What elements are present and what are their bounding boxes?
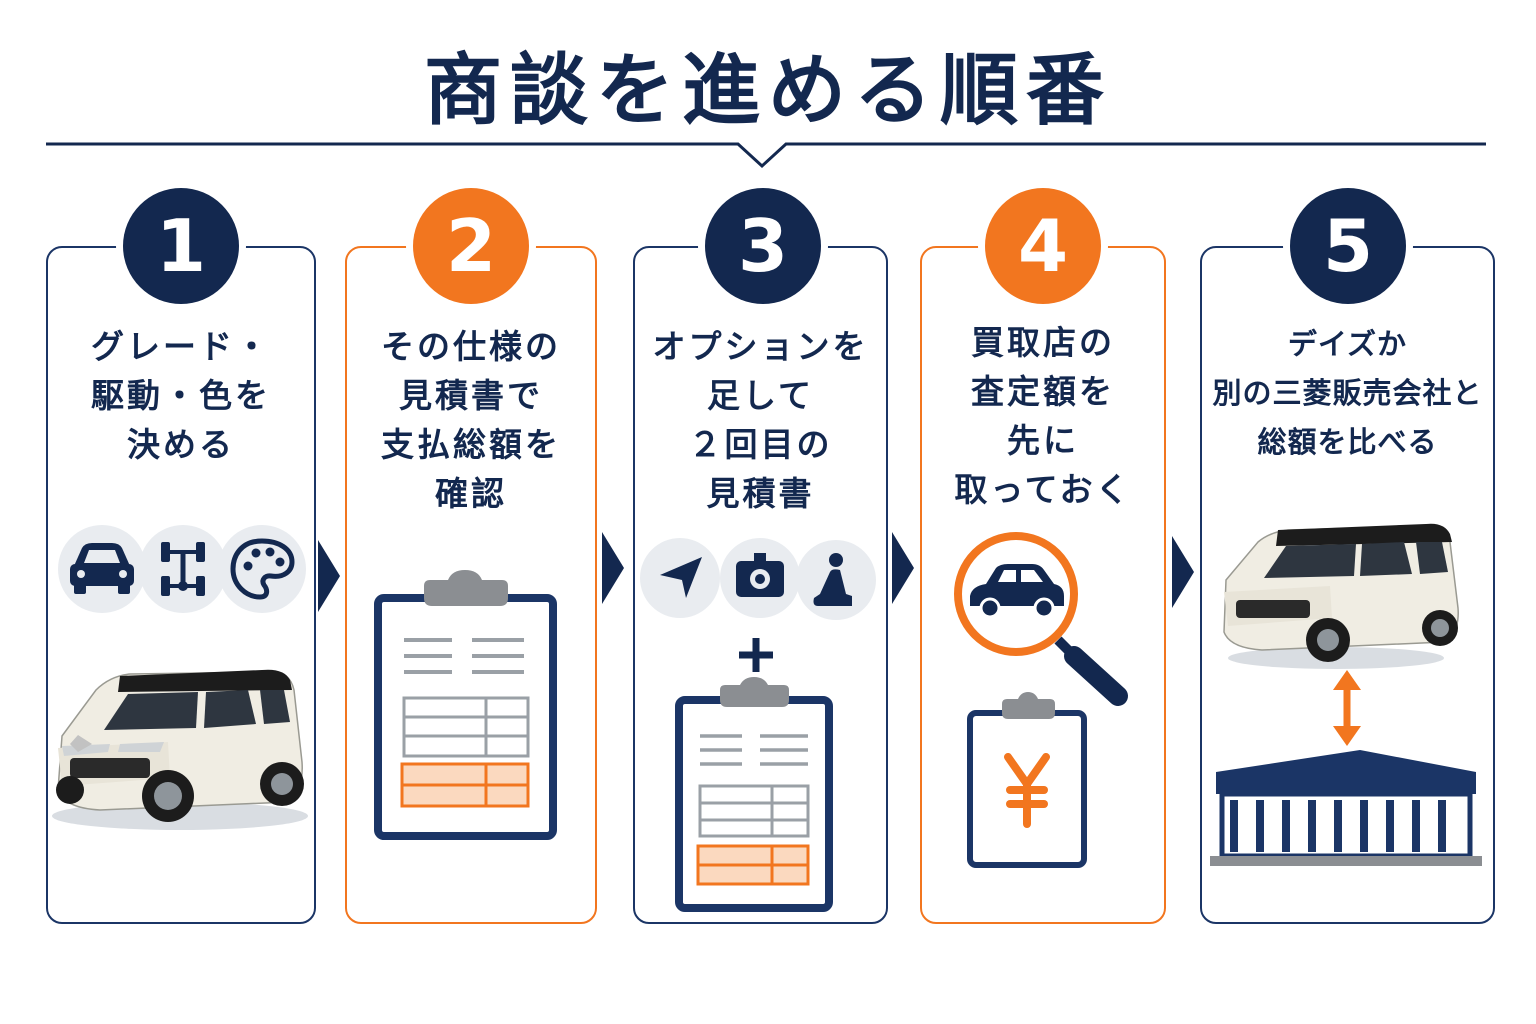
kei-car-illustration: [52, 669, 308, 830]
yen-clipboard-icon: [967, 692, 1087, 868]
chevron-arrow-4: [1172, 536, 1194, 608]
page-title: 商談を進める順番: [423, 46, 1112, 136]
step-text-5: デイズか 別の三菱販売会社と 総額を比べる: [1212, 327, 1483, 459]
navigation-icon: [640, 538, 720, 618]
step-number-1: 1: [123, 188, 239, 304]
palette-icon: [218, 525, 306, 613]
step-text-1: グレード・ 駆動・色を 決める: [91, 327, 271, 464]
chevron-arrow-2: [602, 532, 624, 604]
step-number-5: 5: [1290, 188, 1406, 304]
magnifier-car-icon: [954, 532, 1128, 706]
car-icon: [58, 525, 146, 613]
dealership-icon: [1210, 750, 1482, 866]
step-text-4: 買取店の 査定額を 先に 取っておく: [954, 323, 1132, 509]
kei-car-illustration-2: [1223, 523, 1459, 669]
chevron-arrow-1: [318, 540, 340, 612]
step-number-3: 3: [705, 188, 821, 304]
plus-icon: [739, 638, 773, 672]
clipboard-estimate-icon-2: [675, 677, 833, 912]
step-text-3: オプションを 足して ２回目の 見積書: [652, 327, 869, 513]
car-seat-icon: [796, 540, 876, 620]
step-text-2: その仕様の 見積書で 支払総額を 確認: [381, 327, 561, 513]
title-divider: [46, 142, 1486, 169]
step-number-2: 2: [413, 188, 529, 304]
drivetrain-icon: [139, 525, 227, 613]
double-arrow-icon: [1333, 670, 1361, 746]
chevron-arrow-3: [892, 532, 914, 604]
dashcam-icon: [720, 538, 800, 618]
step-number-4: 4: [985, 188, 1101, 304]
clipboard-estimate-icon: [374, 570, 557, 840]
